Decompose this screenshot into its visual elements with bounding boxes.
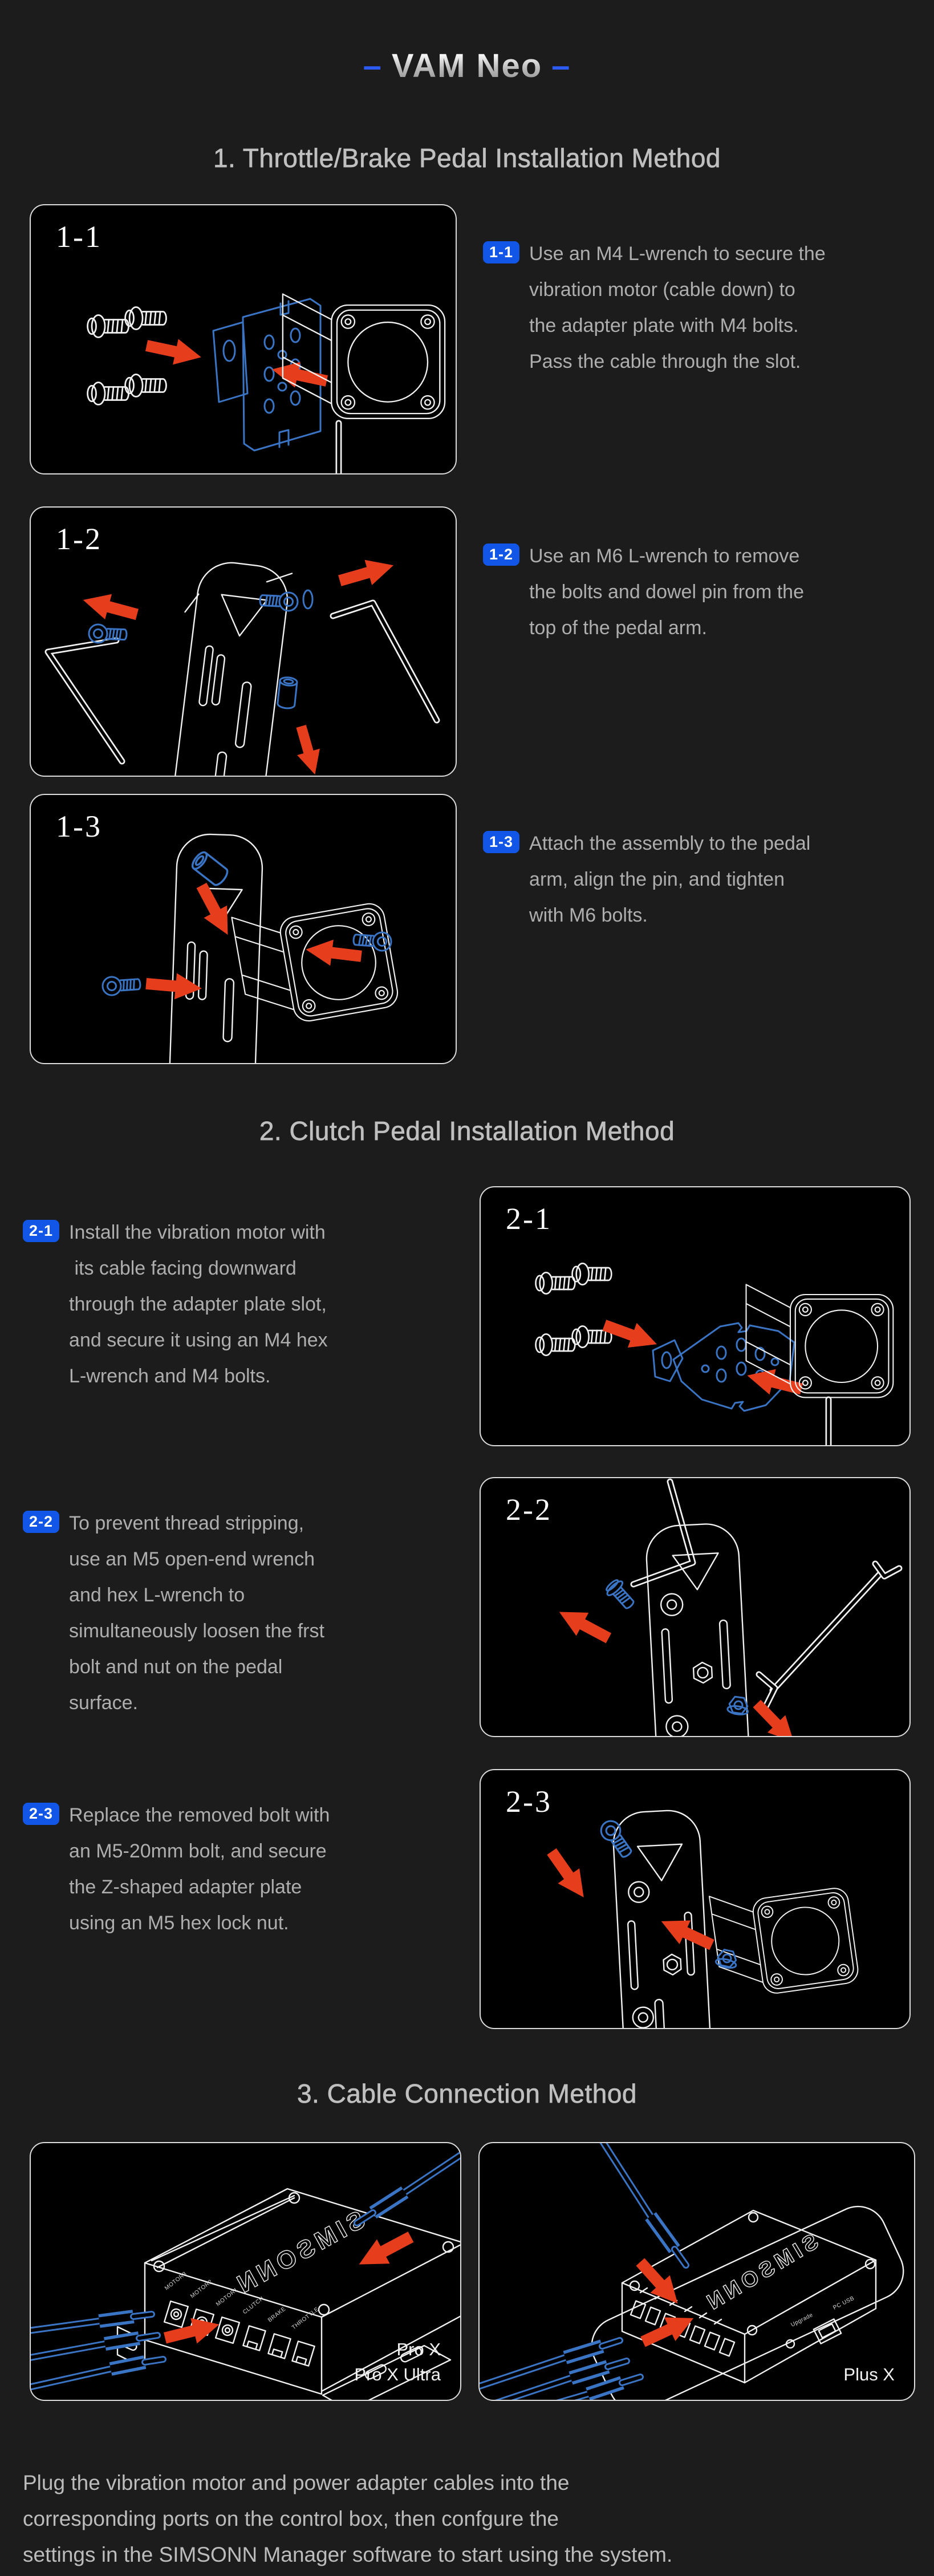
- step-text: Replace the removed bolt with an M5-20mm …: [69, 1798, 330, 1941]
- step-badge: 2-2: [23, 1510, 60, 1533]
- step-text: To prevent thread stripping, use an M5 op…: [69, 1506, 324, 1721]
- text-line: corresponding ports on the control box, …: [23, 2506, 559, 2530]
- text-line: arm, align the pin, and tighten: [529, 868, 785, 890]
- figure-panel-2-2: 2-2: [480, 1476, 911, 1737]
- step-row-2-1: 2-1 Install the vibration motor with its…: [23, 1186, 911, 1446]
- port-labels: Upgrade PC USB: [790, 2295, 855, 2328]
- control-box-model-labels: Plus X: [843, 2362, 895, 2387]
- text-line: top of the pedal arm.: [529, 616, 707, 639]
- text-line: Install the vibration motor with: [69, 1221, 326, 1243]
- step-caption-2-3: 2-3 Replace the removed bolt with an M5-2…: [23, 1769, 456, 1941]
- figure-2-1-illustration: [535, 1262, 894, 1445]
- product-name: VAM Neo: [391, 47, 543, 84]
- svg-text:MOTOR3: MOTOR3: [164, 2270, 188, 2291]
- step-text: Attach the assembly to the pedal arm, ali…: [529, 826, 810, 934]
- section-1-heading: 1. Throttle/Brake Pedal Installation Met…: [213, 143, 721, 173]
- footer-instructions: Plug the vibration motor and power adapt…: [23, 2465, 911, 2573]
- text-line: settings in the SIMSONN Manager software…: [23, 2542, 673, 2566]
- text-line: use an M5 open-end wrench: [69, 1548, 315, 1570]
- figure-prox-illustration: SIMSONN MOTOR3 MOTOR2 MOTOR1 CLUTCH BRAK…: [31, 2151, 460, 2400]
- text-line: Plus X: [843, 2364, 895, 2384]
- text-line: through the adapter plate slot,: [69, 1293, 327, 1315]
- text-line: Use an M4 L-wrench to secure the: [529, 242, 826, 265]
- step-row-2-2: 2-2 To prevent thread stripping, use an M…: [23, 1476, 911, 1737]
- text-line: Use an M6 L-wrench to remove: [529, 545, 800, 567]
- figure-label: 2-1: [506, 1201, 552, 1236]
- text-line: Replace the removed bolt with: [69, 1804, 330, 1826]
- svg-text:BRAKE: BRAKE: [267, 2306, 287, 2323]
- step-badge: 2-3: [23, 1802, 60, 1825]
- svg-text:PC USB: PC USB: [832, 2295, 855, 2311]
- text-line: its cable facing downward: [69, 1257, 297, 1279]
- section-3-heading: 3. Cable Connection Method: [297, 2078, 637, 2108]
- text-line: bolt and nut on the pedal: [69, 1656, 283, 1678]
- step-badge: 1-3: [483, 830, 520, 853]
- title-dash-left: –: [363, 47, 383, 84]
- text-line: Pro X: [396, 2339, 441, 2359]
- step-row-1-3: 1-3 1-3 Attach the assembly to the pedal…: [30, 793, 923, 1064]
- step-caption-2-2: 2-2 To prevent thread stripping, use an M…: [23, 1477, 456, 1721]
- svg-text:MOTOR1: MOTOR1: [215, 2286, 239, 2307]
- step-caption-1-2: 1-2 Use an M6 L-wrench to remove the bolt…: [483, 506, 804, 646]
- svg-text:Upgrade: Upgrade: [790, 2312, 814, 2328]
- figure-1-1-illustration: [87, 293, 446, 473]
- figure-label: 2-3: [506, 1784, 552, 1819]
- figure-plusx-illustration: SIMSONN Upgrade PC USB: [480, 2143, 904, 2400]
- text-line: Pass the cable through the slot.: [529, 350, 801, 372]
- text-line: the bolts and dowel pin from the: [529, 581, 804, 603]
- svg-text:THROTTLE: THROTTLE: [291, 2306, 320, 2331]
- text-line: L-wrench and M4 bolts.: [69, 1365, 271, 1387]
- step-caption-1-1: 1-1 Use an M4 L-wrench to secure the vibr…: [483, 204, 826, 380]
- text-line: and secure it using an M4 hex: [69, 1329, 328, 1351]
- figure-1-2-illustration: [44, 552, 440, 776]
- figure-2-2-illustration: [553, 1478, 903, 1736]
- text-line: Plug the vibration motor and power adapt…: [23, 2470, 570, 2494]
- figure-panel-plusx: SIMSONN Upgrade PC USB: [478, 2141, 915, 2401]
- text-line: Attach the assembly to the pedal: [529, 832, 811, 854]
- figure-label: 1-3: [56, 809, 102, 843]
- control-box-model-labels: Pro X Pro X Ultra: [354, 2337, 441, 2387]
- step-text: Use an M4 L-wrench to secure the vibratio…: [529, 236, 826, 380]
- step-caption-2-1: 2-1 Install the vibration motor with its…: [23, 1186, 456, 1394]
- figure-panel-1-1: 1-1: [30, 204, 457, 474]
- step-badge: 2-1: [23, 1219, 60, 1242]
- text-line: Pro X Ultra: [354, 2364, 441, 2384]
- figure-panel-2-1: 2-1: [480, 1186, 911, 1446]
- brand-logo-outline: SIMSONN: [700, 2229, 823, 2317]
- text-line: the adapter plate with M4 bolts.: [529, 314, 799, 336]
- text-line: surface.: [69, 1691, 138, 1714]
- text-line: using an M5 hex lock nut.: [69, 1912, 289, 1934]
- figure-1-3-illustration: [101, 833, 401, 1063]
- text-line: simultaneously loosen the frst: [69, 1620, 324, 1642]
- figure-label: 1-2: [56, 521, 102, 556]
- figure-panel-1-2: 1-2: [30, 506, 457, 777]
- text-line: To prevent thread stripping,: [69, 1512, 304, 1534]
- step-badge: 1-1: [483, 241, 520, 263]
- title-dash-right: –: [551, 47, 571, 84]
- text-line: with M6 bolts.: [529, 904, 648, 926]
- figure-2-3-illustration: [541, 1810, 860, 2028]
- text-line: an M5-20mm bolt, and secure: [69, 1840, 327, 1862]
- step-text: Install the vibration motor with its cab…: [69, 1215, 328, 1394]
- figure-panel-prox: SIMSONN MOTOR3 MOTOR2 MOTOR1 CLUTCH BRAK…: [30, 2141, 461, 2401]
- step-row-1-1: 1-1 1-1 Use an M4 L-wrench to secure the…: [30, 204, 923, 474]
- figure-panel-2-3: 2-3: [480, 1768, 911, 2029]
- step-caption-1-3: 1-3 Attach the assembly to the pedal arm,…: [483, 794, 810, 934]
- step-text: Use an M6 L-wrench to remove the bolts an…: [529, 538, 804, 646]
- figure-label: 1-1: [56, 219, 102, 254]
- step-row-1-2: 1-2 1-2 Use an M6 L-wrench to remove the …: [30, 506, 923, 777]
- text-line: vibration motor (cable down) to: [529, 278, 795, 301]
- figure-label: 2-2: [506, 1492, 552, 1527]
- page-title: –VAM Neo–: [0, 0, 934, 84]
- section-2-heading: 2. Clutch Pedal Installation Method: [259, 1115, 675, 1146]
- step-badge: 1-2: [483, 543, 520, 566]
- cable-panels-row: SIMSONN MOTOR3 MOTOR2 MOTOR1 CLUTCH BRAK…: [30, 2141, 915, 2401]
- text-line: the Z-shaped adapter plate: [69, 1876, 302, 1898]
- svg-text:MOTOR2: MOTOR2: [189, 2278, 214, 2299]
- text-line: and hex L-wrench to: [69, 1584, 245, 1606]
- step-row-2-3: 2-3 Replace the removed bolt with an M5-2…: [23, 1768, 911, 2029]
- figure-panel-1-3: 1-3: [30, 793, 457, 1064]
